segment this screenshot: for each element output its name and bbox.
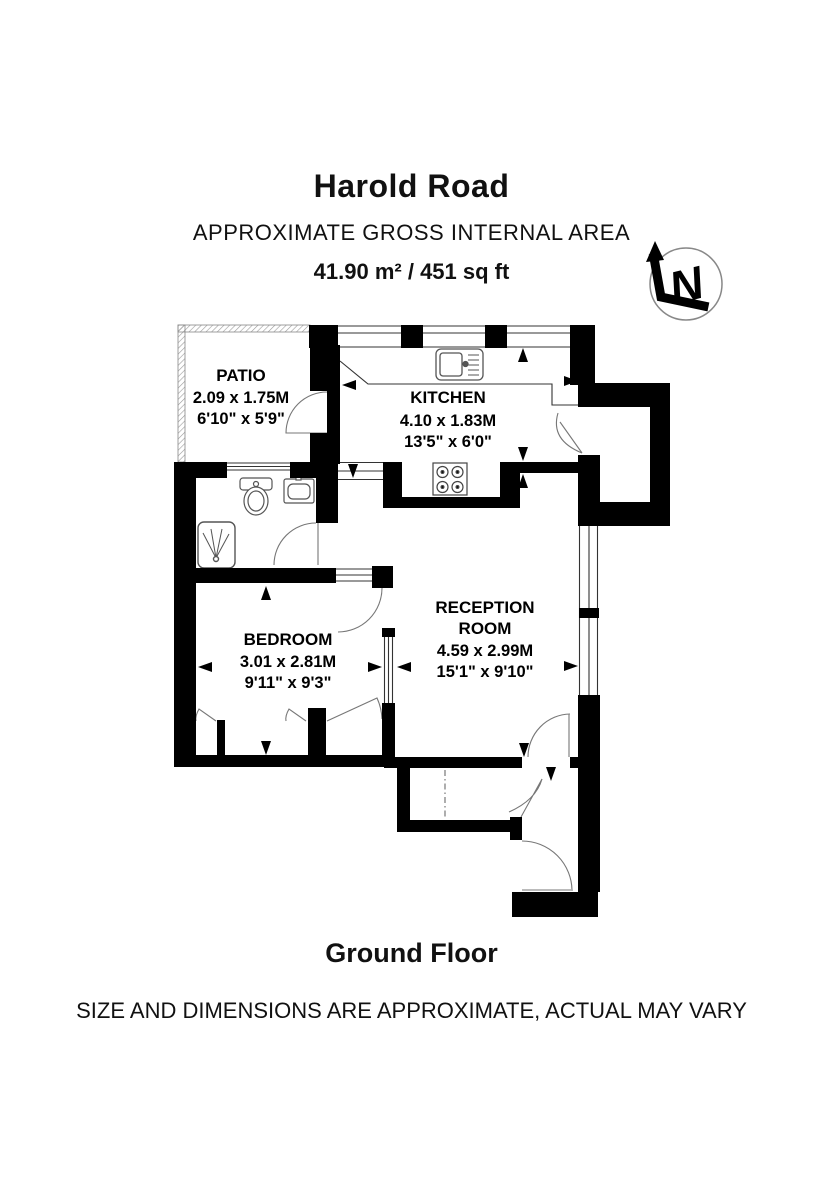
patio-name: PATIO [216,366,265,385]
basin [283,473,315,504]
arrow-up-icon [518,474,528,488]
title-block: Harold Road APPROXIMATE GROSS INTERNAL A… [0,168,823,285]
shower [197,521,236,569]
walls [174,325,670,917]
arrow-right-icon [368,662,382,672]
arrow-left-icon [342,380,356,390]
store-door [555,412,583,454]
room-label-bedroom: BEDROOM 3.01 x 2.81M 9'11" x 9'3" [240,630,336,692]
bedroom-imperial: 9'11" x 9'3" [245,674,332,692]
kitchen-imperial: 13'5" x 6'0" [404,433,492,451]
dimension-arrows [198,348,578,781]
arrow-down-icon [261,741,271,755]
kitchen-name: KITCHEN [410,388,486,407]
arrow-left-icon [198,662,212,672]
arrow-down-icon [546,767,556,781]
bedroom-metric: 3.01 x 2.81M [240,653,336,671]
patio-metric: 2.09 x 1.75M [193,389,289,407]
arrow-up-icon [261,586,271,600]
reception-metric: 4.59 x 2.99M [437,642,533,660]
arrow-up-icon [518,348,528,362]
kitchen-metric: 4.10 x 1.83M [400,412,496,430]
reception-name-1: RECEPTION [435,598,534,617]
page-title: Harold Road [313,168,510,204]
entrance-door [521,840,573,892]
arrow-right-icon [564,661,578,671]
kitchen-worktop-line [339,360,578,406]
patio-door [285,391,328,434]
floor-label: Ground Floor [325,938,498,968]
arrow-down-icon [348,464,358,478]
patio-imperial: 6'10" x 5'9" [197,410,285,428]
kitchen-hob [432,462,468,496]
disclaimer-text: SIZE AND DIMENSIONS ARE APPROXIMATE, ACT… [76,998,747,1023]
area-value: 41.90 m² / 451 sq ft [313,259,510,284]
arrow-down-icon [519,743,529,757]
reception-imperial: 15'1" x 9'10" [437,663,534,681]
bathroom-door [273,522,319,566]
kitchen-sink [435,348,484,381]
doors [195,391,583,892]
room-label-patio: PATIO 2.09 x 1.75M 6'10" x 5'9" [193,366,289,428]
toilet [239,477,273,516]
room-label-kitchen: KITCHEN 4.10 x 1.83M 13'5" x 6'0" [400,388,496,451]
arrow-down-icon [518,447,528,461]
arrow-left-icon [397,662,411,672]
bedroom-entry-door [326,697,383,722]
arrow-right-icon [564,376,578,386]
area-subtitle: APPROXIMATE GROSS INTERNAL AREA [192,220,631,245]
bedroom-closet-door-2 [285,708,307,722]
hall-closet-door [508,778,543,818]
bedroom-name: BEDROOM [244,630,333,649]
bedroom-corridor-door [337,587,383,633]
reception-name-2: ROOM [459,619,512,638]
bedroom-closet-door-1 [195,708,217,722]
reception-hall-door [527,713,571,758]
room-label-reception: RECEPTION ROOM 4.59 x 2.99M 15'1" x 9'10… [435,598,534,681]
